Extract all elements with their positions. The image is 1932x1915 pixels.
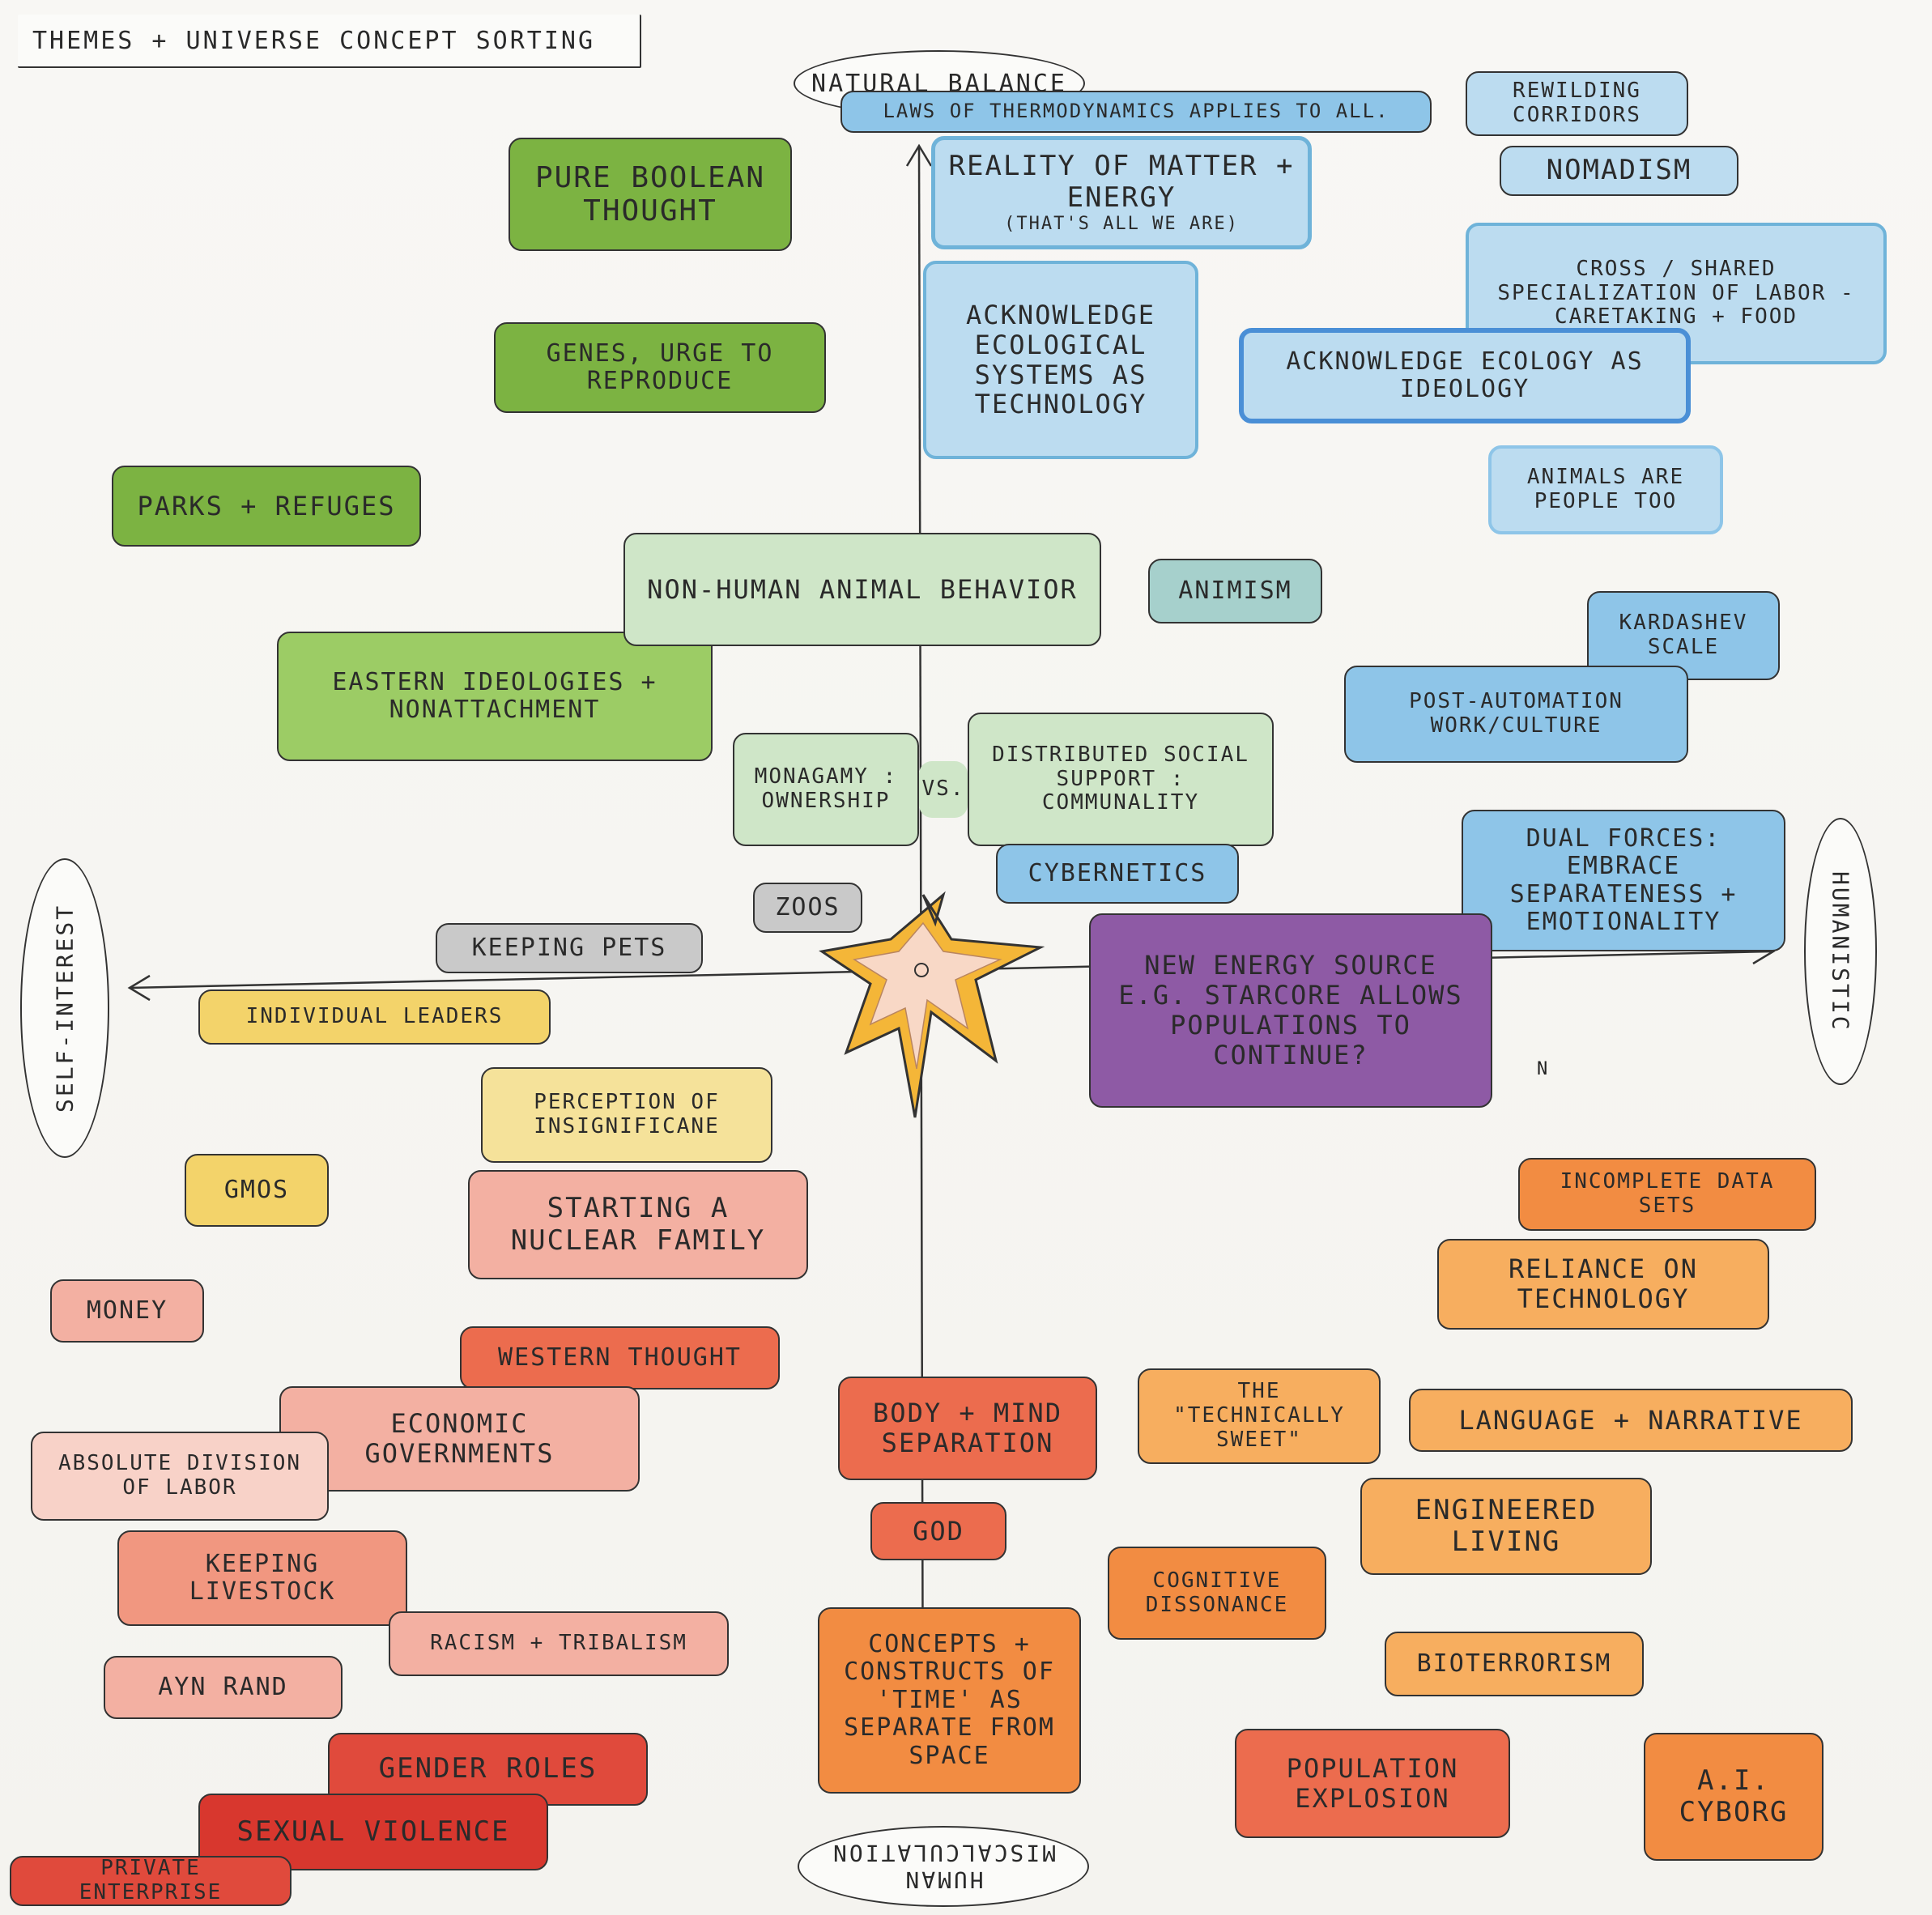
- concept-ai-cyborg: A.I. CYBORG: [1644, 1733, 1823, 1861]
- concept-western: WESTERN THOUGHT: [460, 1326, 780, 1389]
- axis-label-right: HUMANISTIC: [1804, 818, 1877, 1085]
- concept-rewilding: REWILDING CORRIDORS: [1466, 71, 1688, 136]
- concept-absolute-division: ABSOLUTE DIVISION OF LABOR: [31, 1432, 329, 1521]
- concept-non-human-animal: NON-HUMAN ANIMAL BEHAVIOR: [623, 533, 1101, 646]
- concept-gmos: GMOs: [185, 1154, 329, 1227]
- concept-money: MONEY: [50, 1279, 204, 1343]
- concept-parks-refuges: PARKS + REFUGES: [112, 466, 421, 547]
- page-title: THEMES + UNIVERSE CONCEPT SORTING: [18, 15, 641, 68]
- concept-incomplete-data: INCOMPLETE DATA SETS: [1518, 1158, 1816, 1231]
- concept-nomadism: NOMADISM: [1500, 146, 1738, 196]
- concept-cybernetics: CYBERNETICS: [996, 844, 1239, 904]
- concept-monogamy: MONAGAMY : OWNERSHIP: [733, 733, 919, 846]
- concept-body-mind: BODY + MIND SEPARATION: [838, 1377, 1097, 1480]
- origin-dot-icon: [914, 963, 929, 977]
- concept-laws-thermodynamics: LAWS OF THERMODYNAMICS APPLIES TO ALL.: [840, 91, 1432, 133]
- concept-perception: PERCEPTION OF INSIGNIFICANE: [481, 1067, 772, 1163]
- star-burst-icon: [819, 891, 1045, 1118]
- concept-distributed: DISTRIBUTED SOCIAL SUPPORT : COMMUNALITY: [968, 713, 1274, 846]
- concept-keeping-pets: KEEPING PETS: [436, 923, 703, 973]
- concept-private-enterprise: PRIVATE ENTERPRISE: [10, 1856, 292, 1906]
- concept-post-automation: POST-AUTOMATION WORK/CULTURE: [1344, 666, 1688, 763]
- concept-economic: ECONOMIC GOVERNMENTS: [279, 1386, 640, 1492]
- concept-new-energy: NEW ENERGY SOURCE E.G. STARCORE ALLOWS P…: [1089, 913, 1492, 1108]
- concept-acknowledge-ideology: ACKNOWLEDGE ECOLOGY AS IDEOLOGY: [1239, 328, 1691, 423]
- concept-dual-forces: DUAL FORCES: EMBRACE SEPARATENESS + EMOT…: [1462, 810, 1785, 951]
- concept-ayn-rand: AYN RAND: [104, 1656, 343, 1719]
- arrow-up-icon: [905, 143, 933, 167]
- concept-engineered: ENGINEERED LIVING: [1360, 1478, 1652, 1575]
- concept-cognitive: COGNITIVE DISSONANCE: [1108, 1547, 1326, 1640]
- concept-genes-urge: GENES, URGE TO REPRODUCE: [494, 322, 826, 413]
- concept-reality-matter-energy: REALITY OF MATTER + ENERGY (THAT'S ALL W…: [931, 136, 1312, 249]
- concept-zoos: ZOOS: [753, 883, 862, 933]
- concept-population: POPULATION EXPLOSION: [1235, 1729, 1510, 1838]
- concept-keeping-livestock: KEEPING LIVESTOCK: [117, 1530, 407, 1626]
- concept-concepts-time: CONCEPTS + CONSTRUCTS OF 'TIME' AS SEPAR…: [818, 1607, 1081, 1794]
- reality-note: (THAT'S ALL WE ARE): [1004, 214, 1239, 235]
- concept-animals-people: ANIMALS ARE PEOPLE TOO: [1488, 445, 1723, 534]
- concept-bioterrorism: BIOTERRORISM: [1385, 1632, 1644, 1696]
- concept-animism: ANIMISM: [1148, 559, 1322, 623]
- axis-label-bottom: HUMAN MISCALCULATION: [798, 1826, 1089, 1907]
- concept-language: LANGUAGE + NARRATIVE: [1409, 1389, 1853, 1452]
- concept-nuclear-family: STARTING A NUCLEAR FAMILY: [468, 1170, 808, 1279]
- concept-vs: VS.: [919, 761, 968, 818]
- concept-individual-leaders: INDIVIDUAL LEADERS: [198, 989, 551, 1045]
- arrow-left-icon: [127, 974, 151, 1002]
- concept-racism: RACISM + TRIBALISM: [389, 1611, 729, 1676]
- concept-technically-sweet: THE "TECHNICALLY SWEET": [1138, 1368, 1381, 1464]
- axis-label-left: SELF-INTEREST: [20, 858, 109, 1158]
- concept-god: GOD: [870, 1502, 1006, 1560]
- concept-pure-boolean: PURE BOOLEAN THOUGHT: [509, 138, 792, 251]
- stray-mark: N: [1537, 1059, 1548, 1079]
- concept-reliance-tech: RELIANCE ON TECHNOLOGY: [1437, 1239, 1769, 1330]
- concept-eastern: EASTERN IDEOLOGIES + NONATTACHMENT: [277, 632, 713, 761]
- concept-kardashev: KARDASHEV SCALE: [1587, 591, 1780, 680]
- star-core-icon: [852, 921, 1002, 1070]
- reality-text: REALITY OF MATTER + ENERGY: [948, 150, 1295, 215]
- concept-acknowledge-ecological: ACKNOWLEDGE ECOLOGICAL SYSTEMS AS TECHNO…: [923, 261, 1198, 459]
